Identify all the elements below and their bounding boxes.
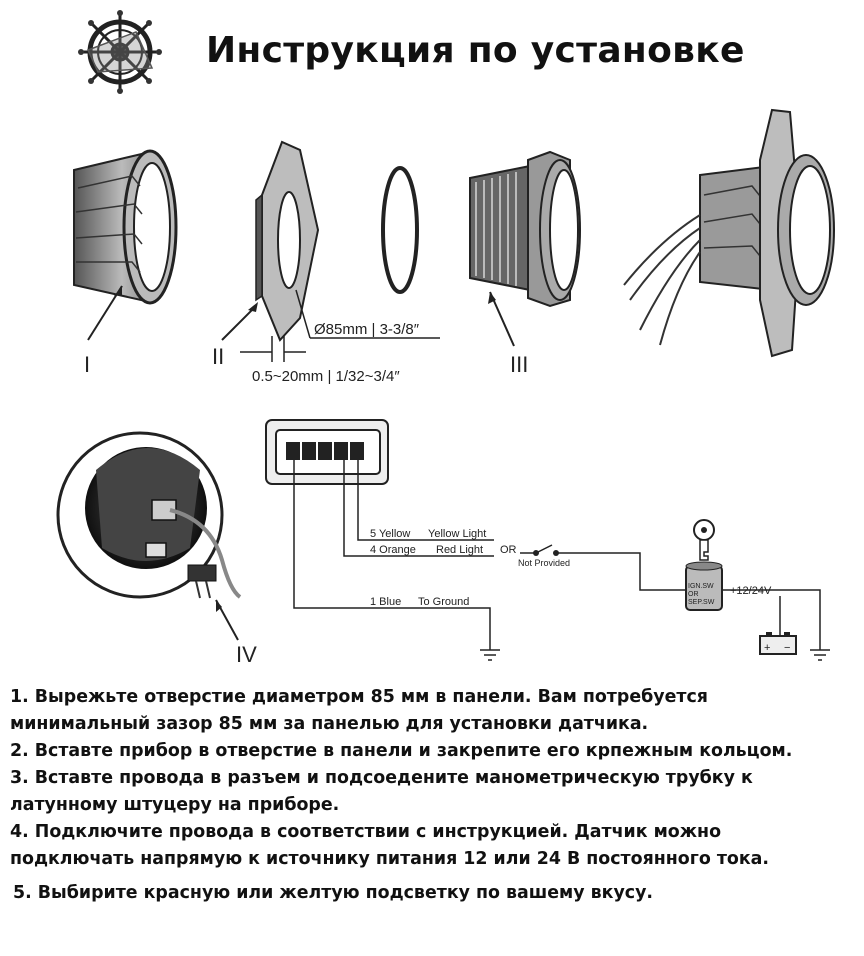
part-ii-panel — [255, 140, 320, 342]
wire5-label: 5 Yellow — [370, 528, 410, 540]
switch-label-or: OR — [688, 591, 699, 598]
part-label-i: I — [84, 352, 90, 377]
page-title: Инструкция по установке — [206, 30, 745, 71]
installation-diagram: I II III Ø85mm | 3-3/8″ 0.5~20mm | 1/32~… — [56, 108, 835, 667]
battery — [759, 632, 797, 655]
part-i-bezel — [73, 149, 178, 305]
wiring-connector — [265, 419, 389, 485]
o-ring — [381, 166, 419, 294]
step-5: 5. Выбирите красную или желтую подсветку… — [13, 883, 654, 903]
or-label: OR — [500, 544, 517, 556]
step-4-line-1: 4. Подключите провода в соответствии с и… — [10, 822, 722, 842]
step-2: 2. Вставте прибор в отверстие в панели и… — [10, 741, 793, 761]
wire4-label: 4 Orange — [370, 544, 416, 556]
switch-label-ign: IGN.SW — [688, 583, 714, 590]
switch-label-sep: SEP.SW — [688, 599, 715, 606]
panel-thickness-label: 0.5~20mm | 1/32~3/4″ — [252, 368, 400, 385]
part-label-iii: III — [510, 352, 528, 377]
wire4-function: Red Light — [436, 544, 483, 556]
ignition-switch — [685, 519, 723, 611]
step-1-line-1: 1. Вырежьте отверстие диаметром 85 мм в … — [10, 687, 708, 707]
battery-plus: + — [764, 642, 770, 654]
step-3-line-1: 3. Вставте провода в разъем и подсоедени… — [10, 768, 753, 788]
ship-wheel-logo — [78, 10, 162, 94]
wire1-function: To Ground — [418, 596, 469, 608]
gauge-rear-view — [56, 431, 242, 599]
wire5-function: Yellow Light — [428, 528, 486, 540]
step-4-line-2: подключать напрямую к источнику питания … — [10, 849, 769, 869]
hole-dimension-label: Ø85mm | 3-3/8″ — [314, 321, 420, 338]
step-3-line-2: латунному штуцеру на приборе. — [10, 795, 340, 815]
not-provided-label: Not Provided — [518, 558, 570, 568]
instructions: 1. Вырежьте отверстие диаметром 85 мм в … — [10, 684, 858, 907]
battery-minus: − — [784, 642, 790, 654]
part-label-ii: II — [212, 344, 224, 369]
wire1-label: 1 Blue — [370, 596, 401, 608]
assembled-gauge — [623, 108, 835, 358]
part-iii-nut — [469, 150, 581, 308]
supply-voltage-label: +12/24V — [730, 585, 772, 597]
part-label-iv: IV — [236, 642, 257, 667]
step-1-line-2: минимальный зазор 85 мм за панелью для у… — [10, 714, 649, 734]
